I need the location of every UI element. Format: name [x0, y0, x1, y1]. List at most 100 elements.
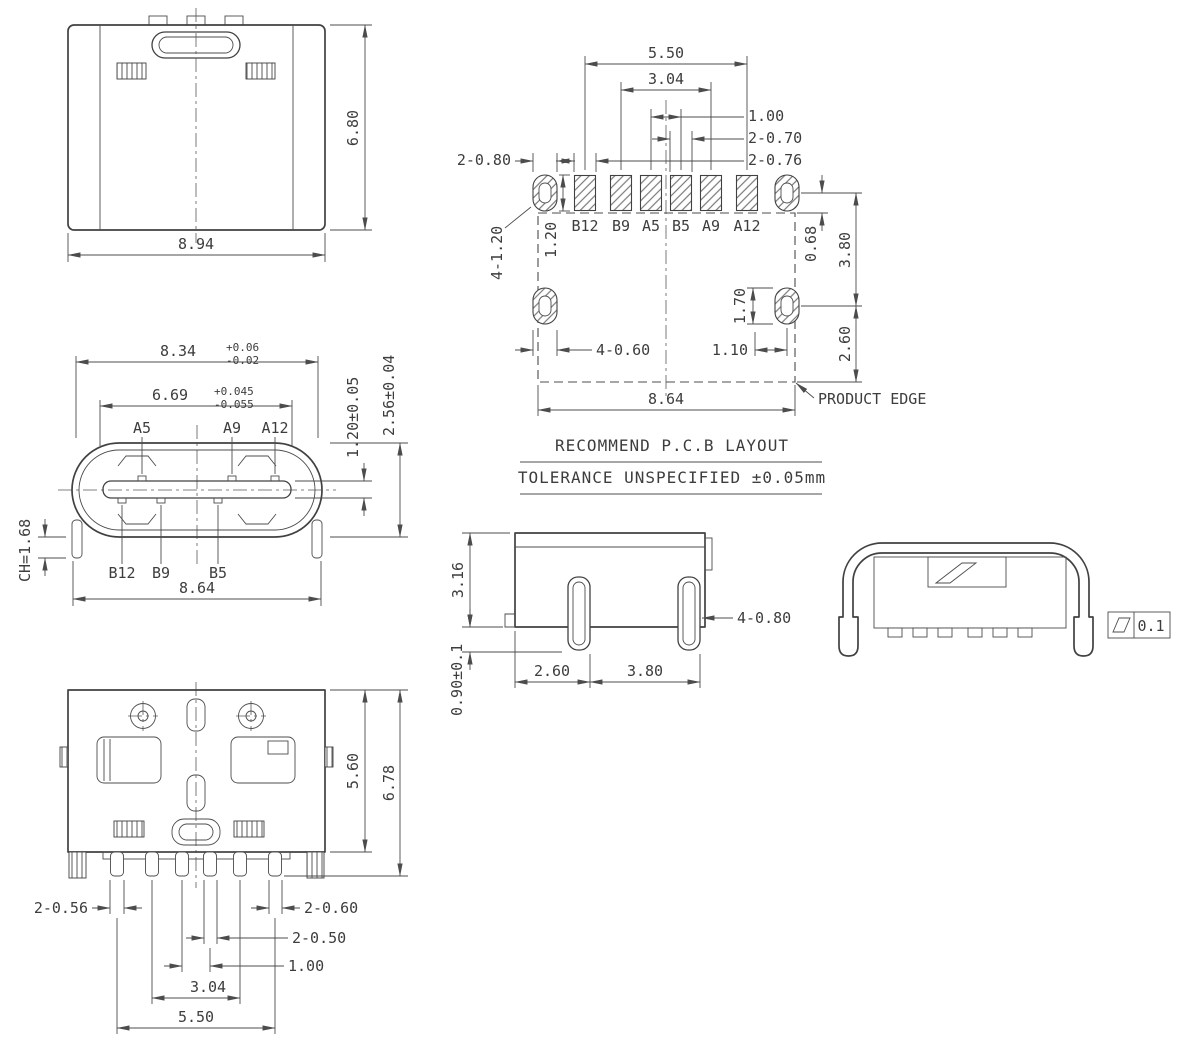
latch-clip: [186, 698, 206, 732]
dim-260: 2.60: [797, 305, 862, 383]
product-edge-callout: PRODUCT EDGE: [795, 382, 926, 408]
dim-label: 2.60: [836, 326, 854, 362]
dim-110: 1.10: [712, 328, 788, 359]
dim-label: 8.34: [160, 342, 196, 360]
shell-body: [67, 24, 326, 231]
dim-label: 1.00: [748, 107, 784, 125]
dim-lead-width-080: 4-0.80: [701, 609, 791, 627]
dim-tongue-120: 1.20±0.05: [295, 377, 372, 516]
dim-label: 0.68: [802, 226, 820, 262]
seal-boss: [171, 818, 221, 846]
tolerance-note: TOLERANCE UNSPECIFIED ±0.05mm: [518, 468, 826, 487]
dim-height-316: 3.16: [449, 532, 510, 628]
pin-label: B12: [571, 217, 598, 235]
dim-label: 1.10: [712, 341, 748, 359]
dim-opening-256: 2.56±0.04: [330, 355, 408, 538]
dim-label: 4-0.60: [596, 341, 650, 359]
dim-label: 2-0.56: [34, 899, 88, 917]
pcb-pads: [532, 174, 800, 325]
dim-label: 6.78: [380, 765, 398, 801]
flatness-value: 0.1: [1137, 617, 1164, 635]
pad: [639, 174, 663, 212]
dim-label: 3.80: [627, 662, 663, 680]
dim-standoff-090: 0.90±0.1: [448, 609, 562, 716]
pin-label: A9: [702, 217, 720, 235]
bottom-teeth: [887, 627, 1033, 638]
pin-label: B5: [209, 564, 227, 582]
top-view: 6.80 8.94: [67, 8, 372, 262]
dim-label: 8.94: [178, 235, 214, 253]
dim-label: CH=1.68: [16, 519, 34, 582]
dim-label: 2-0.60: [304, 899, 358, 917]
dim-tol-lower: -0.055: [214, 398, 254, 411]
shell-spring-profile: [838, 542, 1094, 657]
dim-span-304: 3.04: [620, 70, 712, 170]
weld-area: [233, 820, 265, 838]
pcb-pin-labels: B12 B9 A5 B5 A9 A12: [571, 217, 760, 235]
dim-width-864: 8.64: [72, 561, 322, 606]
dim-068: 0.68: [797, 175, 862, 262]
dim-label: 4-1.20: [488, 226, 506, 280]
dim-label: 2.60: [534, 662, 570, 680]
dim-pad-076: 2-0.76: [556, 151, 802, 172]
dim-label: 1.20: [542, 222, 560, 258]
latch-spring: [934, 562, 978, 584]
bottom-view: 5.60 6.78 2-0.56 2-0.60 2-0.50: [34, 682, 408, 1034]
dim-label: 0.90±0.1: [448, 644, 466, 716]
weld-area: [245, 62, 276, 80]
dim-tol-upper: +0.06: [226, 341, 259, 354]
shell-outer: [71, 442, 323, 538]
pad: [573, 174, 597, 212]
dim-label: 2-0.76: [748, 151, 802, 169]
dim-label: 1.00: [288, 957, 324, 975]
product-edge-outline: [537, 212, 796, 383]
dim-span-550: 5.50: [584, 44, 748, 170]
pcb-captions: RECOMMEND P.C.B LAYOUT TOLERANCE UNSPECI…: [518, 436, 826, 495]
pad: [609, 174, 633, 212]
dim-hole-060: 4-0.60: [515, 330, 650, 359]
pad: [669, 174, 693, 212]
dim-label: 8.64: [648, 390, 684, 408]
dim-lead-050: 2-0.50: [186, 880, 346, 947]
end-view: 0.1: [838, 542, 1171, 657]
dim-label: 5.60: [344, 753, 362, 789]
flatness-callout: 0.1: [1107, 611, 1171, 639]
flatness-symbol-icon: [1112, 617, 1131, 633]
dim-label: 2-0.50: [292, 929, 346, 947]
weld-area: [116, 62, 147, 80]
solder-leg: [567, 576, 591, 651]
side-body: [514, 532, 706, 628]
dim-label: 2.56±0.04: [380, 355, 398, 436]
dim-label: 8.64: [179, 579, 215, 597]
shell-foot: [68, 851, 87, 879]
dim-label: 4-0.80: [737, 609, 791, 627]
dim-label: 5.50: [648, 44, 684, 62]
weld-area: [113, 820, 145, 838]
pin-label: B9: [152, 564, 170, 582]
shell-tab: [224, 15, 244, 26]
spring-contact: [117, 513, 157, 525]
dim-pad-070: 2-0.70: [652, 129, 802, 172]
pin-label: A5: [642, 217, 660, 235]
dim-pad-080: 2-0.80: [457, 151, 575, 172]
front-view: A5 A9 A12 B12 B9 B5 8.34 +0.06 -0.02 6.6…: [16, 341, 408, 606]
dim-380: 3.80: [801, 192, 862, 307]
shell-tab: [148, 15, 168, 26]
mount-leg: [71, 519, 83, 559]
window: [230, 736, 296, 784]
dim-pitch-100: 1.00: [650, 107, 784, 170]
pad: [699, 174, 723, 212]
dim-380: 3.80: [589, 654, 701, 688]
dim-width-864: 8.64: [537, 385, 796, 416]
pin-label: B9: [612, 217, 630, 235]
spring-contact: [237, 513, 277, 525]
shell-foot: [306, 851, 325, 879]
pin-callouts-top: A5 A9 A12: [133, 419, 289, 474]
dim-label: 6.69: [152, 386, 188, 404]
dim-width-outer-834: 8.34 +0.06 -0.02: [75, 341, 319, 438]
dim-lead-060: 2-0.60: [251, 880, 358, 917]
dim-label: 1.70: [731, 288, 749, 324]
pin-label: A5: [133, 419, 151, 437]
